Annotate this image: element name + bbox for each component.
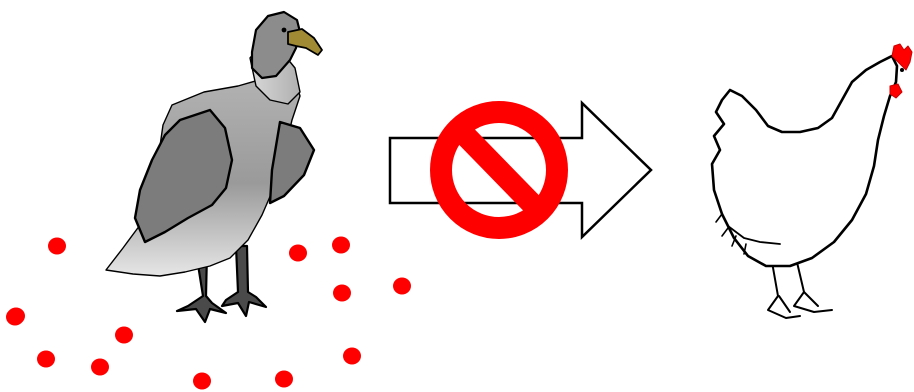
seed-dot [37,351,55,368]
prohibition-arrow-icon [390,103,651,237]
chicken-eye [900,68,904,72]
vulture-eye [282,28,287,33]
seed-dot [275,371,293,388]
seed-dot [289,245,307,262]
chicken-wattle [890,84,902,98]
chicken-icon [712,44,912,318]
seed-dot [115,327,133,344]
seed-dot [393,278,411,295]
seed-dot [6,309,24,326]
seed-dot [193,373,211,390]
seed-dot [91,359,109,376]
seed-dot [343,348,361,365]
seed-dot [333,285,351,302]
seed-dot [48,238,66,255]
seed-dot [332,237,350,254]
vulture-icon [106,12,322,322]
